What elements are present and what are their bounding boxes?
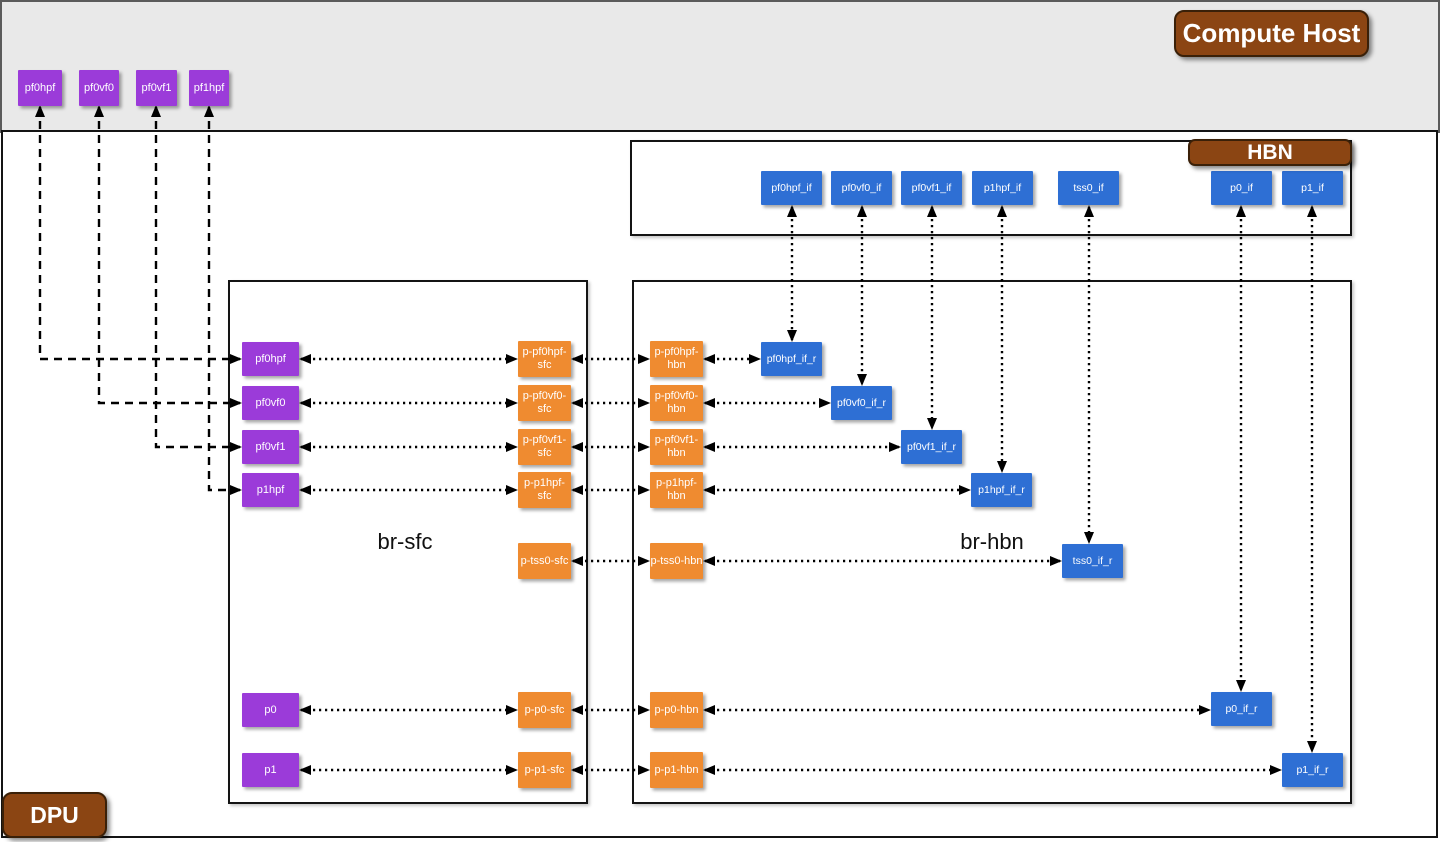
node-pf0vf0-if-r: pf0vf0_if_r [831,386,892,420]
node-label: hbn [667,403,686,415]
node-p1hpf-if: p1hpf_if [972,171,1033,205]
node-label: p-tss0-hbn [650,554,703,567]
hbn-badge: HBN [1188,139,1352,166]
node-label: hbn [667,359,686,371]
node-label: pf0vf0_if [841,181,882,194]
node-sfc-pf0vf0: pf0vf0 [242,386,299,420]
node-pf0hpf-if-r: pf0hpf_if_r [761,342,822,376]
node-label: pf1hpf [193,81,225,94]
node-label: tss0_if_r [1072,554,1113,567]
node-p-p1hpf-sfc: p-p1hpf-sfc [518,472,571,508]
node-p-p1hpf-hbn: p-p1hpf-hbn [650,472,703,508]
node-p-pf0vf0-sfc: p-pf0vf0-sfc [518,385,571,421]
node-label: p-pf0vf1- [522,434,567,446]
node-label: pf0hpf_if [771,181,812,194]
compute-host-badge: Compute Host [1174,10,1369,57]
br-sfc-label: br-sfc [377,529,433,554]
node-p-tss0-sfc: p-tss0-sfc [518,543,571,579]
node-label: pf0vf0 [255,396,286,409]
node-p0-if-r: p0_if_r [1211,692,1272,726]
node-sfc-pf0hpf: pf0hpf [242,342,299,376]
node-label: p1hpf_if_r [978,483,1025,496]
node-label: pf0hpf [255,352,286,365]
node-label: p-pf0vf0- [522,390,567,402]
node-label: pf0vf1 [141,81,172,94]
node-label: hbn [667,490,686,502]
node-label: sfc [537,447,552,459]
node-pf0vf1-if: pf0vf1_if [901,171,962,205]
br-hbn-label: br-hbn [960,529,1024,554]
node-p-p0-sfc: p-p0-sfc [518,692,571,728]
node-host-pf0vf0: pf0vf0 [79,70,119,106]
node-label: pf0vf1_if_r [906,440,957,453]
node-p1hpf-if-r: p1hpf_if_r [971,473,1032,507]
node-host-pf0hpf: pf0hpf [18,70,62,106]
node-label: pf0hpf_if_r [766,352,817,365]
node-label: p1hpf [256,483,285,496]
node-label: p1hpf_if [983,181,1022,194]
node-p-pf0hpf-sfc: p-pf0hpf-sfc [518,341,571,377]
node-label: p-p0-hbn [654,703,699,716]
node-label: pf0vf0_if_r [836,396,887,409]
node-label: p0_if_r [1225,702,1258,715]
node-label: pf0vf1 [255,440,286,453]
node-label: pf0hpf [24,81,56,94]
node-tss0-if: tss0_if [1058,171,1119,205]
node-label: sfc [537,403,552,415]
node-p-pf0vf1-sfc: p-pf0vf1-sfc [518,429,571,465]
node-label: p-pf0hpf- [654,346,699,358]
node-label: p-p0-sfc [524,703,565,716]
node-label: tss0_if [1073,181,1104,194]
node-sfc-pf0vf1: pf0vf1 [242,430,299,464]
node-sfc-p1: p1 [242,753,299,787]
node-sfc-p0: p0 [242,693,299,727]
node-p-p0-hbn: p-p0-hbn [650,692,703,728]
node-p-p1-hbn: p-p1-hbn [650,752,703,788]
node-label: hbn [667,447,686,459]
node-label: p1_if [1301,181,1324,194]
node-p1-if: p1_if [1282,171,1343,205]
node-pf0hpf-if: pf0hpf_if [761,171,822,205]
node-label: p-p1hpf- [524,477,565,489]
node-label: sfc [537,359,552,371]
node-p-p1-sfc: p-p1-sfc [518,752,571,788]
node-p-pf0vf1-hbn: p-pf0vf1-hbn [650,429,703,465]
dpu-badge: DPU [2,792,107,838]
node-sfc-p1hpf: p1hpf [242,473,299,507]
node-label: p1_if_r [1296,763,1329,776]
node-label: p-p1hpf- [656,477,697,489]
node-label: p-p1-sfc [524,763,565,776]
node-label: pf0vf1_if [911,181,952,194]
node-host-pf1hpf: pf1hpf [189,70,229,106]
node-label: p-tss0-sfc [520,554,569,567]
node-pf0vf0-if: pf0vf0_if [831,171,892,205]
node-pf0vf1-if-r: pf0vf1_if_r [901,430,962,464]
node-p0-if: p0_if [1211,171,1272,205]
node-label: p-pf0hpf- [522,346,567,358]
node-label: p-p1-hbn [654,763,699,776]
node-label: sfc [537,490,552,502]
node-host-pf0vf1: pf0vf1 [136,70,177,106]
node-label: p-pf0vf0- [654,390,699,402]
node-tss0-if-r: tss0_if_r [1062,544,1123,578]
node-p-pf0vf0-hbn: p-pf0vf0-hbn [650,385,703,421]
node-p-tss0-hbn: p-tss0-hbn [650,543,703,579]
node-p-pf0hpf-hbn: p-pf0hpf-hbn [650,341,703,377]
node-p1-if-r: p1_if_r [1282,753,1343,787]
node-label: pf0vf0 [84,81,114,94]
node-label: p0_if [1230,181,1253,194]
node-label: p0 [264,703,277,716]
node-label: p1 [264,763,277,776]
node-label: p-pf0vf1- [654,434,699,446]
